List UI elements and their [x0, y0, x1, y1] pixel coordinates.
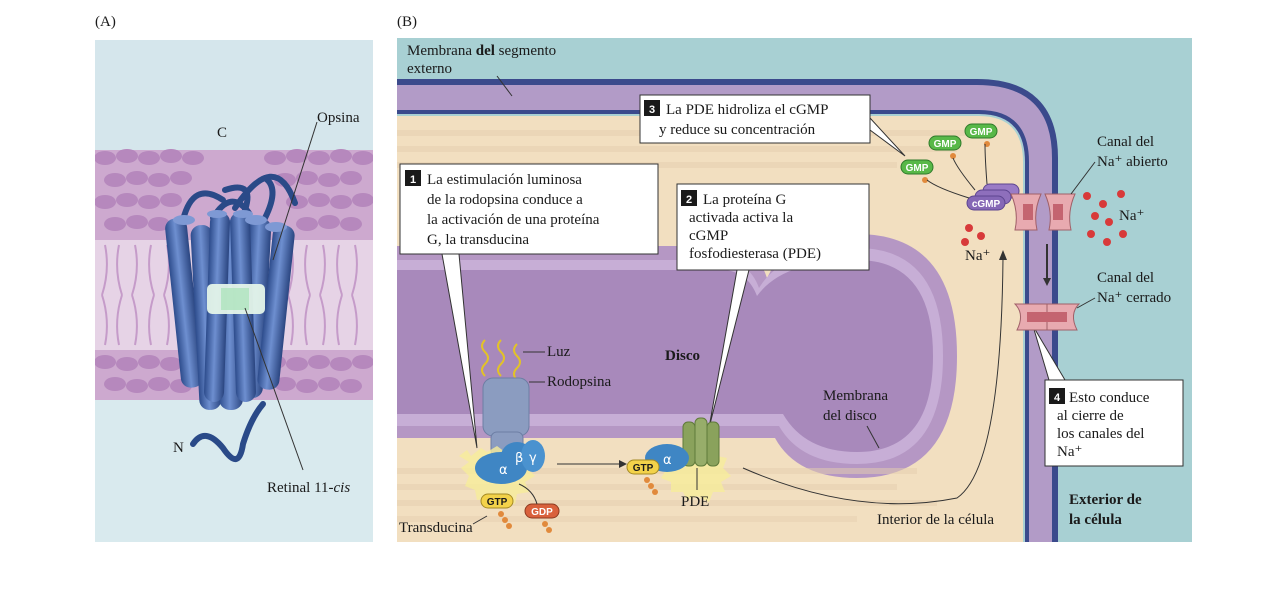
step-2-line-2: activada activa la — [689, 210, 793, 226]
label-n: N — [173, 440, 184, 456]
panel-a-rhodopsin-structure: C Opsina N Retinal 11-cis — [95, 40, 373, 542]
lower-region — [95, 400, 373, 542]
gamma-subunit: γ — [529, 451, 537, 466]
opsina-leader — [272, 121, 318, 261]
gtp-label-1: GTP — [487, 497, 508, 508]
label-disco: Disco — [665, 348, 700, 364]
step-4-line-2: al cierre de — [1057, 408, 1124, 424]
canal-cerrado-line1: Canal del — [1097, 270, 1154, 286]
gmp-label-3: GMP — [970, 127, 993, 138]
step-4-line-1: Esto conduce — [1069, 390, 1150, 406]
label-opsina: Opsina — [317, 110, 360, 126]
outer-membrane-label-line2: externo — [407, 61, 452, 77]
label-luz: Luz — [547, 344, 571, 360]
light-rays — [481, 339, 521, 381]
pathway-arrow — [742, 257, 1004, 505]
step-1-line-4: G, la transducina — [427, 232, 529, 248]
step-3-line-2: y reduce su concentración — [659, 122, 816, 138]
label-membrana-disco-1: Membrana — [823, 388, 888, 404]
step-1-line-3: la activación de una proteína — [427, 212, 600, 228]
cgmp-stack: cGMP — [966, 183, 1020, 211]
n-terminus-tail — [190, 401, 266, 462]
transducina-leader — [472, 515, 488, 525]
faded-text-area — [95, 40, 373, 150]
label-transducina: Transducina — [399, 520, 473, 536]
outer-membrane-outer-line — [397, 79, 1058, 542]
step-4-number: 4 — [1054, 392, 1061, 404]
alpha-pde: α — [663, 453, 672, 468]
closed-na-channel — [1013, 303, 1081, 331]
label-rodopsina: Rodopsina — [547, 374, 612, 390]
label-pde: PDE — [681, 494, 709, 510]
step-3-line-1: La PDE hidroliza el cGMP — [666, 102, 828, 118]
retinal-leader — [244, 307, 304, 471]
step-2-box: 2 La proteína G activada activa la cGMP … — [676, 183, 870, 429]
gtp-pde: GTP — [626, 459, 660, 495]
cgmp-label: cGMP — [972, 199, 1001, 210]
na-plus-interior: Na⁺ — [965, 248, 990, 264]
step-2-line-1: La proteína G — [703, 192, 786, 208]
transducin-complex: α β γ — [459, 440, 545, 506]
activation-arrowhead — [619, 460, 627, 468]
gtp-label-2: GTP — [633, 463, 654, 474]
na-plus-exterior: Na⁺ — [1119, 208, 1144, 224]
panel-a-tag: (A) — [95, 14, 116, 30]
step-2-line-3: cGMP — [689, 228, 728, 244]
panel-b-figure: Membrana del segmento externo 1 La estim… — [397, 38, 1192, 542]
step-3-box: 3 La PDE hidroliza el cGMP y reduce su c… — [639, 94, 906, 157]
canal-abierto-line1: Canal del — [1097, 134, 1154, 150]
panel-b-tag: (B) — [397, 14, 417, 30]
step-1-number: 1 — [410, 174, 416, 186]
step-4-line-3: los canales del — [1057, 426, 1144, 442]
step-2-line-4: fosfodiesterasa (PDE) — [689, 246, 821, 262]
outer-membrane-inner-line — [397, 110, 1029, 542]
label-retinal: Retinal 11-cis — [267, 480, 350, 496]
label-membrana-disco-2: del disco — [823, 408, 877, 424]
gdp-label: GDP — [531, 507, 553, 518]
gmp-label-1: GMP — [906, 163, 929, 174]
beta-subunit: β — [515, 451, 523, 466]
label-exterior-1: Exterior de — [1069, 492, 1142, 508]
canal-cerrado-leader — [1076, 297, 1096, 309]
gmp-molecules: GMP GMP GMP — [900, 123, 998, 183]
label-exterior-2: la célula — [1069, 512, 1122, 528]
gdp-release-arrow — [518, 483, 538, 505]
label-c: C — [217, 125, 227, 141]
label-interior: Interior de la célula — [877, 512, 994, 528]
pathway-arrowhead — [999, 250, 1007, 260]
canal-cerrado-line2: Na⁺ cerrado — [1097, 290, 1171, 306]
membrana-disco-leader — [866, 425, 880, 449]
hydrolysis-arrows — [926, 143, 988, 199]
step-1-box: 1 La estimulación luminosa de la rodopsi… — [399, 163, 659, 449]
outer-membrane-label-line1: Membrana del segmento — [407, 43, 556, 59]
outer-membrane-leader — [496, 75, 513, 97]
panel-a-figure: C Opsina N Retinal 11-cis — [95, 40, 373, 542]
gtp-transducin: GTP — [480, 493, 514, 529]
gdp-released: GDP — [524, 503, 560, 533]
retinal-core — [221, 288, 249, 310]
step-4-line-4: Na⁺ — [1057, 444, 1082, 460]
step-4-box: 4 Esto conduce al cierre de los canales … — [1032, 325, 1184, 467]
panel-b-phototransduction: Membrana del segmento externo 1 La estim… — [397, 38, 1192, 542]
step-1-line-1: La estimulación luminosa — [427, 172, 582, 188]
step-2-number: 2 — [686, 194, 692, 206]
alpha-subunit: α — [499, 463, 508, 478]
pde-complex: α — [645, 417, 731, 502]
gmp-label-2: GMP — [934, 139, 957, 150]
channel-closing-arrowhead — [1043, 278, 1051, 286]
open-na-channel — [1010, 193, 1076, 231]
canal-abierto-leader — [1070, 161, 1096, 195]
canal-abierto-line2: Na⁺ abierto — [1097, 154, 1168, 170]
step-1-line-2: de la rodopsina conduce a — [427, 192, 583, 208]
disc-lumen — [397, 260, 933, 452]
sodium-ions — [961, 190, 1127, 246]
step-3-number: 3 — [649, 104, 655, 116]
upper-head-bumps — [95, 149, 373, 231]
